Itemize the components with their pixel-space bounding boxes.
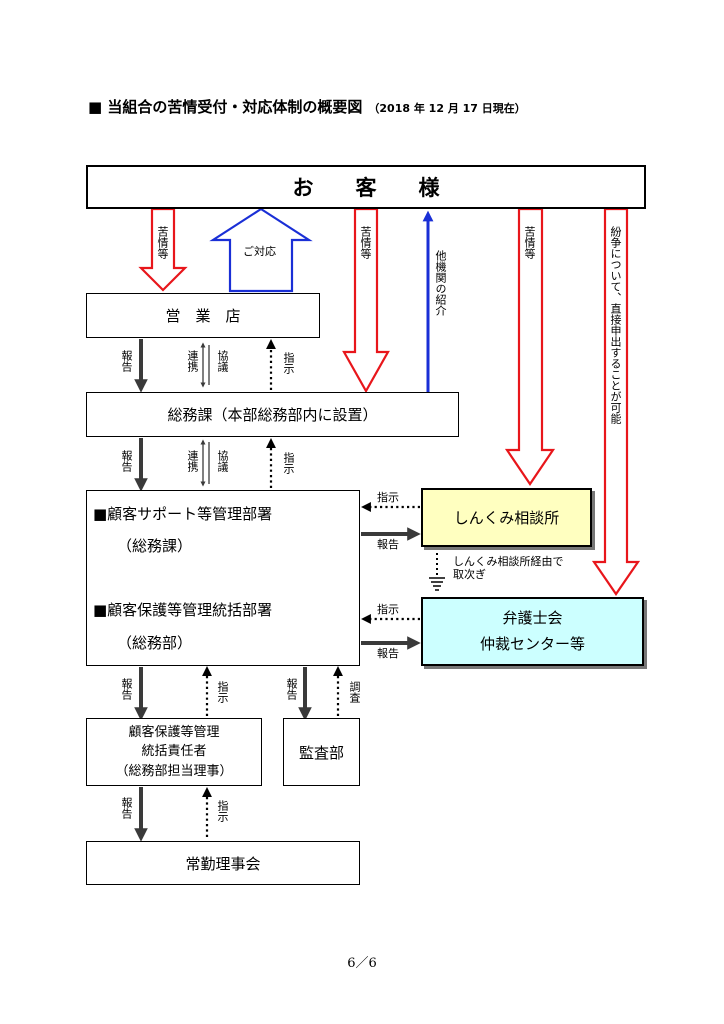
support-dept-title: ■顧客サポート等管理部署	[93, 505, 273, 523]
consultation-label: しんくみ相談所	[453, 509, 560, 527]
complaint-arrow-1	[138, 207, 188, 292]
survey-label: 調査	[348, 681, 361, 703]
referral-label: 他機関の紹介	[434, 250, 447, 316]
lawyers-label-2: 仲裁センター等	[479, 634, 585, 653]
general-affairs-box: 総務課（本部総務部内に設置）	[86, 392, 459, 437]
report-label-5: 報告	[120, 797, 133, 819]
board-label: 常勤理事会	[185, 854, 261, 873]
instruction-label-h1: 指示	[377, 491, 399, 504]
audit-box: 監査部	[283, 718, 360, 786]
officer-label-2: 統括責任者	[141, 744, 207, 760]
report-label-h2: 報告	[377, 647, 399, 660]
protection-dept-title: ■顧客保護等管理統括部署	[93, 601, 273, 619]
lawyers-box: 弁護士会 仲裁センター等	[421, 597, 644, 666]
relay-label: しんくみ相談所経由で 取次ぎ	[453, 555, 564, 581]
audit-label: 監査部	[298, 743, 344, 762]
officer-label-3: （総務部担当理事）	[115, 763, 233, 779]
title-date: （2018 年 12 月 17 日現在）	[368, 102, 526, 115]
complaint-arrow-2	[342, 207, 390, 394]
officer-box: 顧客保護等管理 統括責任者 （総務部担当理事）	[86, 718, 262, 786]
lawyers-label-1: 弁護士会	[502, 609, 563, 627]
protection-dept-sub: （総務部）	[117, 634, 193, 652]
instruction-label-3: 指示	[216, 681, 229, 703]
consult-label-2: 協議	[216, 450, 229, 472]
coop-label-2: 連携	[186, 450, 199, 472]
report-label-h1: 報告	[377, 538, 399, 551]
complaint-label-3: 苦情等	[523, 226, 536, 259]
report-label-2: 報告	[120, 450, 133, 472]
instruction-label-2: 指示	[282, 452, 295, 474]
report-label-1: 報告	[120, 350, 133, 372]
relay-label-1: しんくみ相談所経由で	[453, 555, 564, 568]
complaint-arrow-3	[504, 207, 556, 486]
complaint-label-1: 苦情等	[156, 226, 169, 259]
page-number: 6／6	[347, 956, 377, 971]
dispute-label: 紛争について、直接申出することが可能	[609, 226, 622, 424]
general-affairs-label: 総務課（本部総務部内に設置）	[167, 406, 378, 424]
management-dept-box: ■顧客サポート等管理部署 （総務課） ■顧客保護等管理統括部署 （総務部）	[86, 490, 360, 666]
customer-label: お 客 様	[292, 176, 440, 200]
title-main: ■ 当組合の苦情受付・対応体制の概要図	[88, 98, 363, 116]
board-box: 常勤理事会	[86, 841, 360, 885]
complaint-label-2: 苦情等	[359, 226, 372, 259]
instruction-label-1: 指示	[282, 352, 295, 374]
report-label-3: 報告	[120, 678, 133, 700]
instruction-label-h2: 指示	[377, 603, 399, 616]
support-dept-sub: （総務課）	[117, 537, 193, 555]
report-label-4: 報告	[285, 678, 298, 700]
instruction-label-5: 指示	[216, 800, 229, 822]
coop-label-1: 連携	[186, 350, 199, 372]
officer-label-1: 顧客保護等管理	[128, 724, 220, 740]
branch-box: 営 業 店	[86, 293, 320, 338]
response-label: ご対応	[243, 245, 276, 258]
consultation-box: しんくみ相談所	[421, 488, 592, 547]
page-title: ■ 当組合の苦情受付・対応体制の概要図 （2018 年 12 月 17 日現在）	[88, 96, 526, 117]
response-arrow	[209, 207, 313, 293]
branch-label: 営 業 店	[165, 307, 241, 325]
dispute-arrow	[591, 207, 641, 596]
customer-box: お 客 様	[86, 165, 646, 209]
relay-label-2: 取次ぎ	[453, 567, 486, 581]
consult-label-1: 協議	[216, 350, 229, 372]
